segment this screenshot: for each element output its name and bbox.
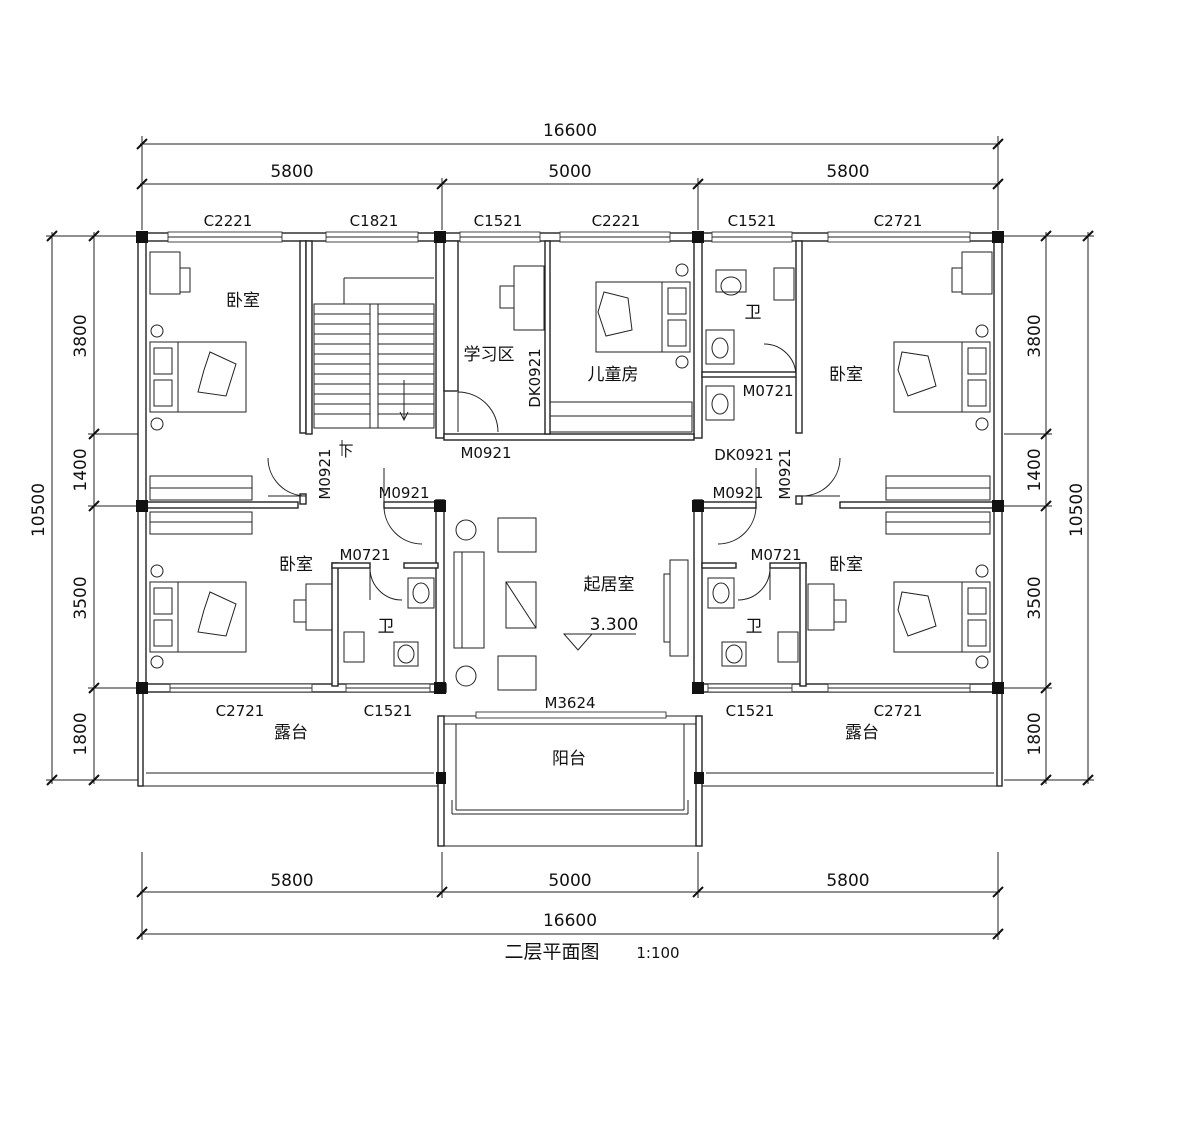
room-label-bathroom-top-right: 卫 (745, 303, 762, 323)
dim-seg-right-top: 5800 (826, 162, 869, 182)
dim-row-2-right: 1400 (1025, 448, 1045, 491)
window-label-c1521-top-mid: C1521 (474, 212, 523, 230)
furniture (149, 251, 993, 691)
door-swings (267, 343, 841, 601)
door-label-m0721-bottom-left: M0721 (339, 546, 390, 564)
door-label-dk0921-right: DK0921 (714, 446, 774, 464)
door-label-m0921-right: M0921 (712, 484, 763, 502)
drawing-scale: 1:100 (636, 944, 679, 962)
room-label-kids-room: 儿童房 (588, 365, 639, 385)
dim-row-1-right: 3800 (1025, 314, 1045, 357)
dim-seg-left-bottom: 5800 (270, 871, 313, 891)
dim-seg-right-bottom: 5800 (826, 871, 869, 891)
door-label-m3624: M3624 (544, 694, 595, 712)
window-label-c2221-mid: C2221 (592, 212, 641, 230)
room-label-balcony: 阳台 (552, 749, 586, 769)
dimension-lines (46, 136, 1094, 940)
dim-row-4-right: 1800 (1025, 712, 1045, 755)
window-label-c2721-bottom-right: C2721 (874, 702, 923, 720)
window-label-c1821: C1821 (350, 212, 399, 230)
door-label-m0921-right-vertical: M0921 (776, 448, 794, 499)
dim-seg-mid-top: 5000 (548, 162, 591, 182)
window-label-c2721-bottom-left: C2721 (216, 702, 265, 720)
floor-elevation-label: 3.300 (590, 615, 639, 635)
door-label-m0921-study: M0921 (460, 444, 511, 462)
dim-row-3-left: 3500 (71, 576, 91, 619)
room-label-bathroom-bottom-left: 卫 (378, 617, 395, 637)
room-label-bedroom-top-right: 卧室 (829, 365, 863, 385)
dim-row-4-left: 1800 (71, 712, 91, 755)
room-label-bathroom-bottom-right: 卫 (746, 617, 763, 637)
staircase (313, 277, 435, 456)
dim-seg-left-top: 5800 (270, 162, 313, 182)
room-label-bedroom-bottom-left: 卧室 (279, 555, 313, 575)
windows (167, 231, 971, 719)
room-label-terrace-left: 露台 (274, 723, 308, 743)
room-label-living-room: 起居室 (584, 575, 635, 595)
drawing-title: 二层平面图 (504, 941, 599, 963)
room-label-study: 学习区 (464, 345, 515, 365)
dim-row-3-right: 3500 (1025, 576, 1045, 619)
room-label-bedroom-top-left: 卧室 (226, 291, 260, 311)
dim-seg-mid-bottom: 5000 (548, 871, 591, 891)
door-label-m0721-top-right: M0721 (742, 382, 793, 400)
dim-total-width-bottom: 16600 (543, 911, 597, 931)
window-label-c2721-top-right: C2721 (874, 212, 923, 230)
room-label-bedroom-bottom-right: 卧室 (829, 555, 863, 575)
window-label-c2221-left: C2221 (204, 212, 253, 230)
door-label-m0921-stair: M0921 (316, 448, 334, 499)
window-label-c1521-bottom-right: C1521 (726, 702, 775, 720)
door-label-dk0921-study: DK0921 (526, 348, 544, 408)
dim-total-height-left: 10500 (29, 483, 49, 537)
structural-columns (136, 231, 1004, 784)
window-label-c1521-bottom-left: C1521 (364, 702, 413, 720)
dim-total-width-top: 16600 (543, 121, 597, 141)
dim-total-height-right: 10500 (1067, 483, 1087, 537)
dim-row-2-left: 1400 (71, 448, 91, 491)
door-label-m0721-bottom-right: M0721 (750, 546, 801, 564)
dim-row-1-left: 3800 (71, 314, 91, 357)
door-label-m0921-left: M0921 (378, 484, 429, 502)
room-label-terrace-right: 露台 (845, 723, 879, 743)
stair-direction-label: 下 (338, 442, 353, 460)
window-label-c1521-top-right: C1521 (728, 212, 777, 230)
